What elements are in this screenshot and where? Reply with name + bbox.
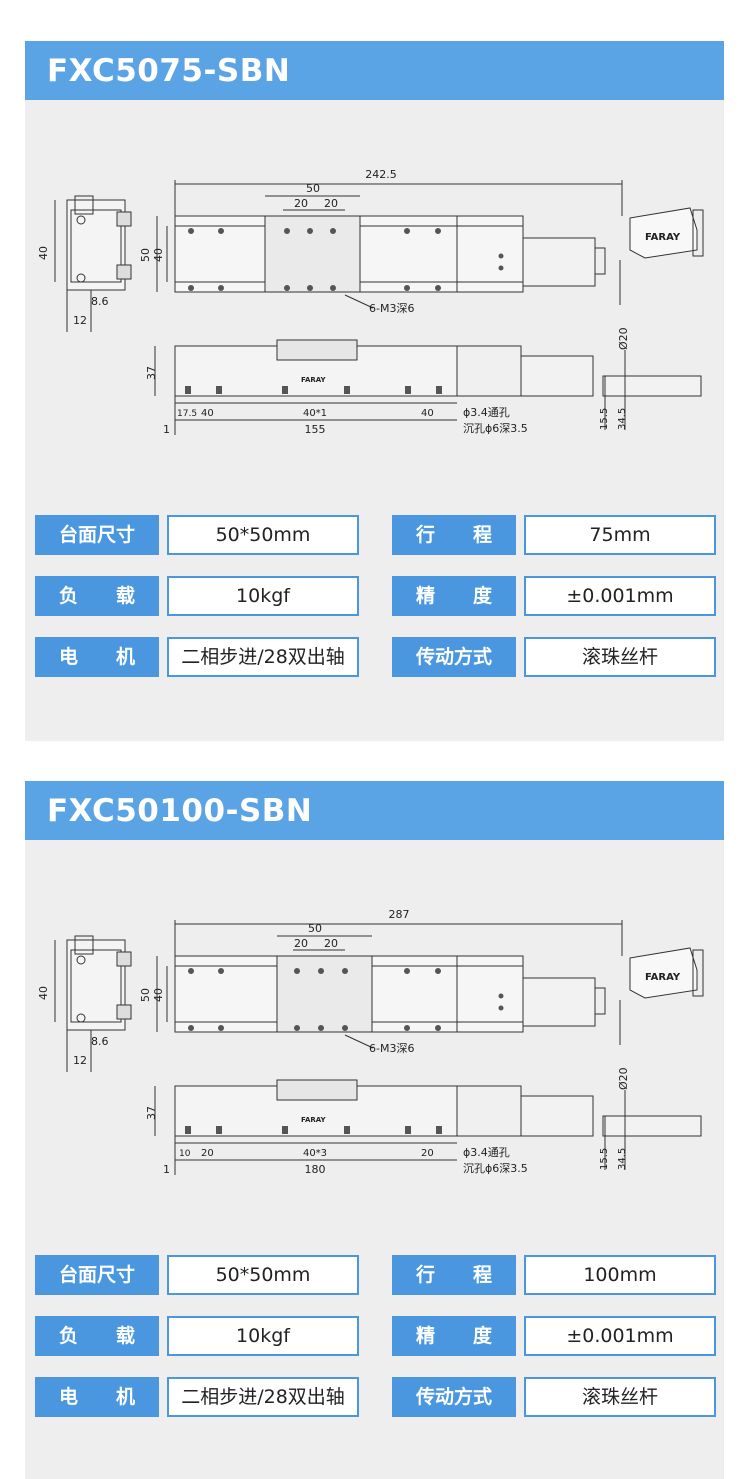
dim-1: 1	[163, 1163, 170, 1176]
spec-label: 台面尺寸	[35, 515, 159, 555]
dim-8-6: 8.6	[91, 1035, 109, 1048]
dim-d20: Ø20	[617, 327, 630, 350]
dim-15-5: 15.5	[599, 1148, 610, 1170]
dim-pitch-a: 20	[294, 937, 308, 950]
dim-table-width: 50	[306, 182, 320, 195]
dim-8-6: 8.6	[91, 295, 109, 308]
end-view	[54, 195, 132, 332]
spec-label: 电 机	[35, 1377, 159, 1417]
spec-value: 100mm	[524, 1255, 716, 1295]
counterbore-note: 沉孔ϕ6深3.5	[463, 422, 528, 435]
thru-hole-note: ϕ3.4通孔	[463, 1146, 510, 1159]
dim-pitch-40: 40	[201, 408, 214, 419]
dim-height-37: 37	[145, 1106, 158, 1120]
dim-side-height: 40	[37, 986, 50, 1000]
dim-total-length: 287	[389, 908, 410, 921]
brand-logo-top: FARAY	[645, 232, 681, 243]
dim-12: 12	[73, 1054, 87, 1067]
technical-drawing: 287 50 20 20 40 50 40 6-M3深6 8.6 12 Ø20 …	[37, 908, 704, 1176]
spec-label: 负 载	[35, 576, 159, 616]
dim-15-5: 15.5	[599, 408, 610, 430]
spec-label: 负 载	[35, 1316, 159, 1356]
dim-height-40: 40	[152, 988, 165, 1002]
dim-first-pitch: 17.5	[177, 409, 197, 419]
dim-pitch-a: 20	[294, 197, 308, 210]
brand-logo-top: FARAY	[645, 972, 681, 983]
spec-label: 台面尺寸	[35, 1255, 159, 1295]
dim-pitch-b: 20	[324, 937, 338, 950]
dim-12: 12	[73, 314, 87, 327]
dim-mid-pitch: 40*3	[303, 1148, 327, 1159]
spec-value: ±0.001mm	[524, 1316, 716, 1356]
tap-note: 6-M3深6	[369, 1042, 414, 1055]
dim-last-pitch: 40	[421, 408, 434, 419]
product-header: FXC50100-SBN	[25, 781, 724, 840]
technical-drawing: 242.5 50 20 20 40 50 40 6-M3深6 8.6 12 Ø2…	[37, 168, 704, 436]
dim-height-50: 50	[139, 248, 152, 262]
spec-label: 精 度	[392, 576, 516, 616]
dim-1: 1	[163, 423, 170, 436]
dim-34-5: 34.5	[617, 1148, 628, 1170]
dim-height-40: 40	[152, 248, 165, 262]
dim-table-width: 50	[308, 922, 322, 935]
end-view	[54, 935, 132, 1072]
spec-label: 精 度	[392, 1316, 516, 1356]
dim-height-37: 37	[145, 366, 158, 380]
spec-value: 50*50mm	[167, 515, 359, 555]
spec-label: 传动方式	[392, 1377, 516, 1417]
spec-value: ±0.001mm	[524, 576, 716, 616]
spec-value: 50*50mm	[167, 1255, 359, 1295]
dim-base-length: 155	[305, 423, 326, 436]
top-view	[156, 920, 704, 1049]
dim-base-length: 180	[305, 1163, 326, 1176]
dim-mid-pitch: 40*1	[303, 408, 327, 419]
dim-d20: Ø20	[617, 1067, 630, 1090]
dim-pitch-20: 20	[201, 1148, 214, 1159]
product-header: FXC5075-SBN	[25, 41, 724, 100]
brand-logo-front: FARAY	[301, 376, 327, 384]
spec-value: 滚珠丝杆	[524, 637, 716, 677]
dim-height-50: 50	[139, 988, 152, 1002]
spec-label: 传动方式	[392, 637, 516, 677]
spec-value: 二相步进/28双出轴	[167, 637, 359, 677]
brand-logo-front: FARAY	[301, 1116, 327, 1124]
counterbore-note: 沉孔ϕ6深3.5	[463, 1162, 528, 1175]
spec-label: 行 程	[392, 515, 516, 555]
product-card-fxc5075: FXC5075-SBN	[25, 41, 724, 741]
thru-hole-note: ϕ3.4通孔	[463, 406, 510, 419]
dim-total-length: 242.5	[365, 168, 397, 181]
spec-value: 75mm	[524, 515, 716, 555]
product-title: FXC5075-SBN	[47, 53, 291, 89]
spec-value: 10kgf	[167, 1316, 359, 1356]
spec-label: 行 程	[392, 1255, 516, 1295]
dim-last-pitch: 20	[421, 1148, 434, 1159]
product-card-fxc50100: FXC50100-SBN	[25, 781, 724, 1479]
dim-pitch-b: 20	[324, 197, 338, 210]
dim-34-5: 34.5	[617, 408, 628, 430]
top-view	[156, 180, 704, 309]
spec-value: 二相步进/28双出轴	[167, 1377, 359, 1417]
dim-first-pitch: 10	[179, 1149, 191, 1159]
spec-label: 电 机	[35, 637, 159, 677]
tap-note: 6-M3深6	[369, 302, 414, 315]
product-title: FXC50100-SBN	[47, 793, 313, 829]
dim-side-height: 40	[37, 246, 50, 260]
spec-value: 10kgf	[167, 576, 359, 616]
spec-value: 滚珠丝杆	[524, 1377, 716, 1417]
